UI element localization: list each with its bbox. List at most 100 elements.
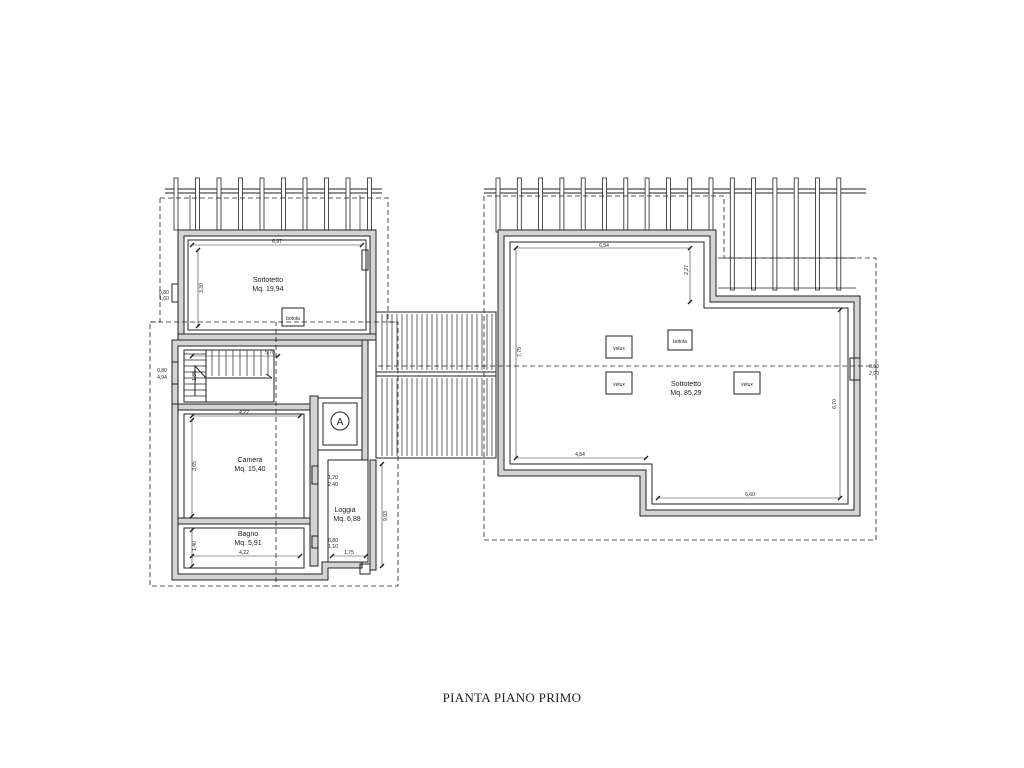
room-area-loggia: Mq. 6,88 [333,516,360,523]
stair-marker-circle [330,411,350,431]
dim-175: 1,75 [344,550,354,556]
pergola-slat [538,177,543,233]
dim-290: 2,90 [869,371,879,377]
pergola-slat [772,177,778,291]
dimension-tick [643,455,649,461]
room-area-sottotetto-right: Mq. 85,29 [670,390,701,397]
dim-080-c: 0,80 [328,538,338,544]
dimension-tick [379,563,385,569]
pergola-slat [367,177,372,231]
dim-227: 2,27 [684,265,690,275]
dimension-tick [189,353,195,359]
room-name-loggia: Loggia [334,507,355,514]
dimension-tick [189,417,195,423]
botola-right-hatch [667,329,693,351]
dimension-tick [513,245,519,251]
dim-240: 2,40 [328,482,338,488]
room-name-sottotetto-right: Sottotetto [671,381,701,388]
pergola-slat [238,177,243,231]
pergola-slat [559,177,565,233]
drawing-caption: PIANTA PIANO PRIMO [442,690,582,705]
dim-570: 5,70 [265,350,275,356]
dimension-tick [687,299,693,305]
dimension-lines [191,244,841,566]
pergola-slat [259,177,265,231]
dimension-tick [379,461,385,467]
stair-marker-label: A [337,417,344,428]
dim-775: 7,75 [517,347,523,357]
pergola-slat [623,177,629,233]
dim-484: 4,84 [575,452,585,458]
dim-330: 3,30 [199,283,205,293]
dim-185: 1,85 [192,371,198,381]
velux-3 [733,371,761,395]
dimension-tick [329,553,335,559]
dimension-tick [189,527,195,533]
dimension-tick [275,353,281,359]
pergola-slat [729,177,735,291]
dimension-tick [297,553,303,559]
dimension-tick [189,553,195,559]
dim-080-b: 0,80 [157,368,167,374]
room-area-bagno: Mq. 5,91 [234,540,261,547]
botola-right-label: botola [673,339,687,345]
roof-eave-outlines [149,195,877,587]
dim-080-d: 0,80 [869,364,879,370]
dimension-tick [189,413,195,419]
pergola-slat [173,177,179,231]
pergola-slat [345,177,351,231]
right-block-walls [497,229,861,517]
pergola-slat [836,177,842,291]
dimension-tick [655,495,661,501]
velux-2-label: velux [613,382,625,388]
pergola-slat [495,177,501,233]
dim-080-a: 0,80 [159,290,169,296]
pergola-slat [281,177,286,231]
room-area-camera: Mq. 15,40 [234,466,265,473]
connector-bridge [375,311,497,459]
pergola-slat [602,177,607,233]
pergola-slat [195,177,200,231]
dim-160: 1,60 [159,296,169,302]
pergola-slat [216,177,222,231]
dim-365: 3,65 [192,461,198,471]
room-name-camera: Camera [238,457,263,464]
pergola-left [165,177,382,232]
botola-left-label: botola [286,316,300,322]
pergola-slat [516,177,522,233]
dim-494: 4,94 [157,375,167,381]
pergola-slat [751,177,756,291]
dimension-tick [189,513,195,519]
dimension-tick [195,323,201,329]
pergola-slat [708,177,714,233]
dimension-tick [195,247,201,253]
pergola-slat [580,177,586,233]
botola-left-hatch [281,307,305,327]
dim-422-b: 4,22 [239,550,249,556]
dim-670: 6,70 [832,399,838,409]
dimension-tick [837,495,843,501]
dim-120: 1,20 [328,475,338,481]
velux-2 [605,371,633,395]
dimension-tick [513,455,519,461]
dimension-tick [297,413,303,419]
dimension-tick [189,242,195,248]
dim-140: 1,40 [192,541,198,551]
velux-1 [605,335,633,359]
staircase [183,349,275,403]
pergola-slat [666,177,671,233]
pergola-slat [644,177,650,233]
dimension-tick [363,553,369,559]
dimension-tick [837,307,843,313]
dim-660: 6,60 [745,492,755,498]
velux-1-label: velux [613,346,625,352]
pergola-slat [815,177,820,291]
pergola-slat [793,177,799,291]
pergola-slat [687,177,693,233]
dimension-tick [359,242,365,248]
dimension-tick [189,563,195,569]
dim-110: 1,10 [328,544,338,550]
dim-697: 6,97 [272,239,282,245]
room-name-sottotetto-left: Sottotetto [253,277,283,284]
